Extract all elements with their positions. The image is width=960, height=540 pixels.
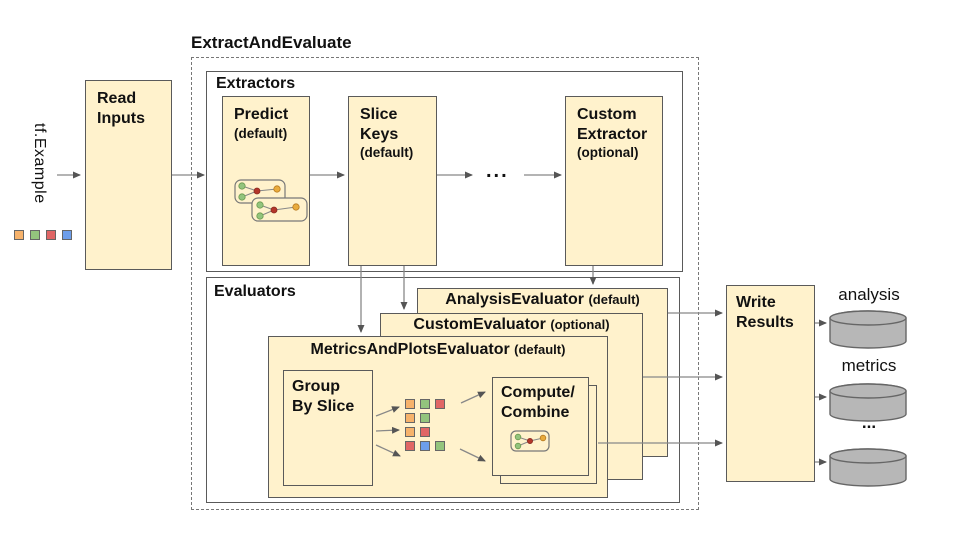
evaluators-label: Evaluators: [214, 283, 296, 300]
blue-data-square: [420, 441, 430, 451]
compute-combine-box: Compute/ Combine: [492, 377, 589, 476]
predict-extractor-box: Predict (default): [222, 96, 310, 266]
orange-data-square: [405, 399, 415, 409]
output-metrics-label: metrics: [841, 356, 897, 375]
write-results-box: Write Results: [726, 285, 815, 482]
orange-data-square: [14, 230, 24, 240]
analysis-database-icon: [829, 310, 907, 349]
red-data-square: [420, 427, 430, 437]
predict-subtitle: (default): [234, 125, 288, 141]
slice-keys-subtitle: (default): [360, 145, 414, 161]
compute-combine-label: Compute/ Combine: [501, 384, 575, 421]
output-more-label: ...: [861, 413, 877, 432]
green-data-square: [420, 399, 430, 409]
read-inputs-label: Read Inputs: [97, 90, 145, 127]
green-data-square: [30, 230, 40, 240]
analysis-evaluator-title: AnalysisEvaluator: [445, 291, 584, 308]
extractors-label: Extractors: [216, 75, 296, 92]
slice-keys-title: Slice Keys: [360, 106, 399, 143]
extract-and-evaluate-container: [191, 57, 699, 510]
more-extractors-ellipsis: ...: [486, 160, 509, 182]
slice-group-row: [405, 413, 445, 423]
input-color-squares: [14, 230, 72, 240]
slice-group-row: [405, 399, 445, 409]
custom-extractor-title: Custom Extractor: [577, 106, 648, 143]
slice-group-row: [405, 441, 445, 451]
red-data-square: [46, 230, 56, 240]
write-results-label: Write Results: [736, 294, 794, 331]
group-by-slice-box: Group By Slice: [283, 370, 373, 486]
custom-extractor-subtitle: (optional): [577, 145, 639, 161]
custom-evaluator-title: CustomEvaluator: [413, 316, 546, 333]
slice-group-row: [405, 427, 445, 437]
more-database-icon: [829, 448, 907, 487]
green-data-square: [420, 413, 430, 423]
orange-data-square: [405, 413, 415, 423]
red-data-square: [405, 441, 415, 451]
tf-example-label: tf.Example: [31, 123, 48, 204]
slice-keys-extractor-box: Slice Keys (default): [348, 96, 437, 266]
output-analysis-label: analysis: [838, 285, 900, 304]
custom-evaluator-subtitle: (optional): [550, 317, 610, 332]
green-data-square: [435, 441, 445, 451]
read-inputs-box: Read Inputs: [85, 80, 172, 270]
metrics-and-plots-evaluator-subtitle: (default): [514, 342, 566, 357]
analysis-evaluator-subtitle: (default): [588, 292, 640, 307]
diagram-title: ExtractAndEvaluate: [191, 33, 352, 52]
metrics-and-plots-evaluator-title: MetricsAndPlotsEvaluator: [310, 341, 510, 358]
group-by-slice-label: Group By Slice: [292, 378, 355, 415]
blue-data-square: [62, 230, 72, 240]
red-data-square: [435, 399, 445, 409]
custom-extractor-box: Custom Extractor (optional): [565, 96, 663, 266]
predict-title: Predict: [234, 106, 289, 123]
orange-data-square: [405, 427, 415, 437]
slice-groups-grid: [405, 399, 445, 455]
